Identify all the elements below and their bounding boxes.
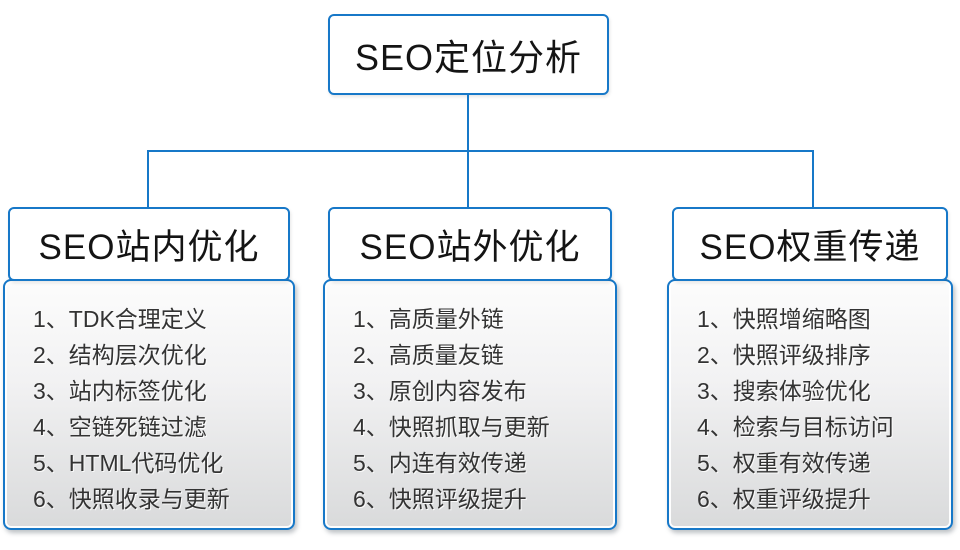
connector-horizontal [147,150,814,152]
list-item: 5、HTML代码优化 [33,450,224,476]
connector-drop-right [812,150,814,208]
list-item: 6、快照评级提升 [353,486,527,512]
list-item: 3、站内标签优化 [33,378,207,404]
connector-drop-middle [467,150,469,208]
list-item: 2、高质量友链 [353,342,504,368]
branch-panel-offsite: 1、高质量外链 2、高质量友链 3、原创内容发布 4、快照抓取与更新 5、内连有… [323,279,617,530]
branch-header-offsite: SEO站外优化 [328,207,612,281]
list-item: 2、快照评级排序 [697,342,871,368]
branch-panel-onsite: 1、TDK合理定义 2、结构层次优化 3、站内标签优化 4、空链死链过滤 5、H… [3,279,295,530]
list-item: 4、空链死链过滤 [33,414,207,440]
list-item: 5、内连有效传递 [353,450,527,476]
list-item: 4、快照抓取与更新 [353,414,550,440]
list-item: 1、TDK合理定义 [33,306,207,332]
list-item: 1、快照增缩略图 [697,306,871,332]
branch-panel-weight: 1、快照增缩略图 2、快照评级排序 3、搜索体验优化 4、检索与目标访问 5、权… [667,279,953,530]
list-item: 1、高质量外链 [353,306,504,332]
list-item: 5、权重有效传递 [697,450,871,476]
list-item: 3、搜索体验优化 [697,378,871,404]
list-item: 6、权重评级提升 [697,486,871,512]
connector-root-drop [467,94,469,152]
root-node-seo-positioning: SEO定位分析 [328,14,609,95]
list-item: 3、原创内容发布 [353,378,527,404]
list-item: 6、快照收录与更新 [33,486,230,512]
list-item: 2、结构层次优化 [33,342,207,368]
branch-offsite-optimization: SEO站外优化 1、高质量外链 2、高质量友链 3、原创内容发布 4、快照抓取与… [323,207,617,530]
branch-onsite-optimization: SEO站内优化 1、TDK合理定义 2、结构层次优化 3、站内标签优化 4、空链… [3,207,295,530]
branch-header-weight: SEO权重传递 [672,207,948,281]
connector-drop-left [147,150,149,208]
list-item: 4、检索与目标访问 [697,414,894,440]
branch-header-onsite: SEO站内优化 [8,207,290,281]
branch-weight-transfer: SEO权重传递 1、快照增缩略图 2、快照评级排序 3、搜索体验优化 4、检索与… [667,207,953,530]
